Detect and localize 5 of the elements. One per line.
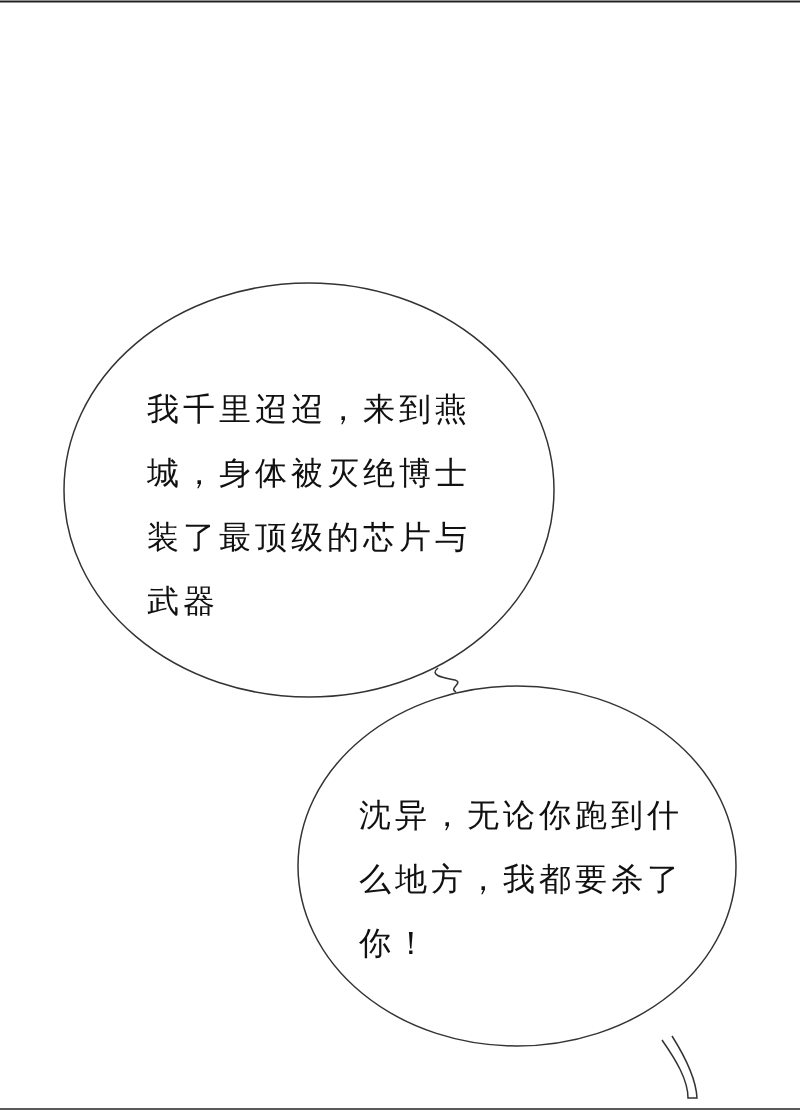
bubble-connector <box>434 667 459 693</box>
speech-bubble <box>297 685 737 1047</box>
speech-text: 我千里迢迢，来到燕城，身体被灭绝博士装了最顶级的芯片与武器 <box>147 389 472 622</box>
speech-bubble <box>63 282 555 698</box>
speech-text: 沈异，无论你跑到什么地方，我都要杀了你！ <box>359 795 684 964</box>
